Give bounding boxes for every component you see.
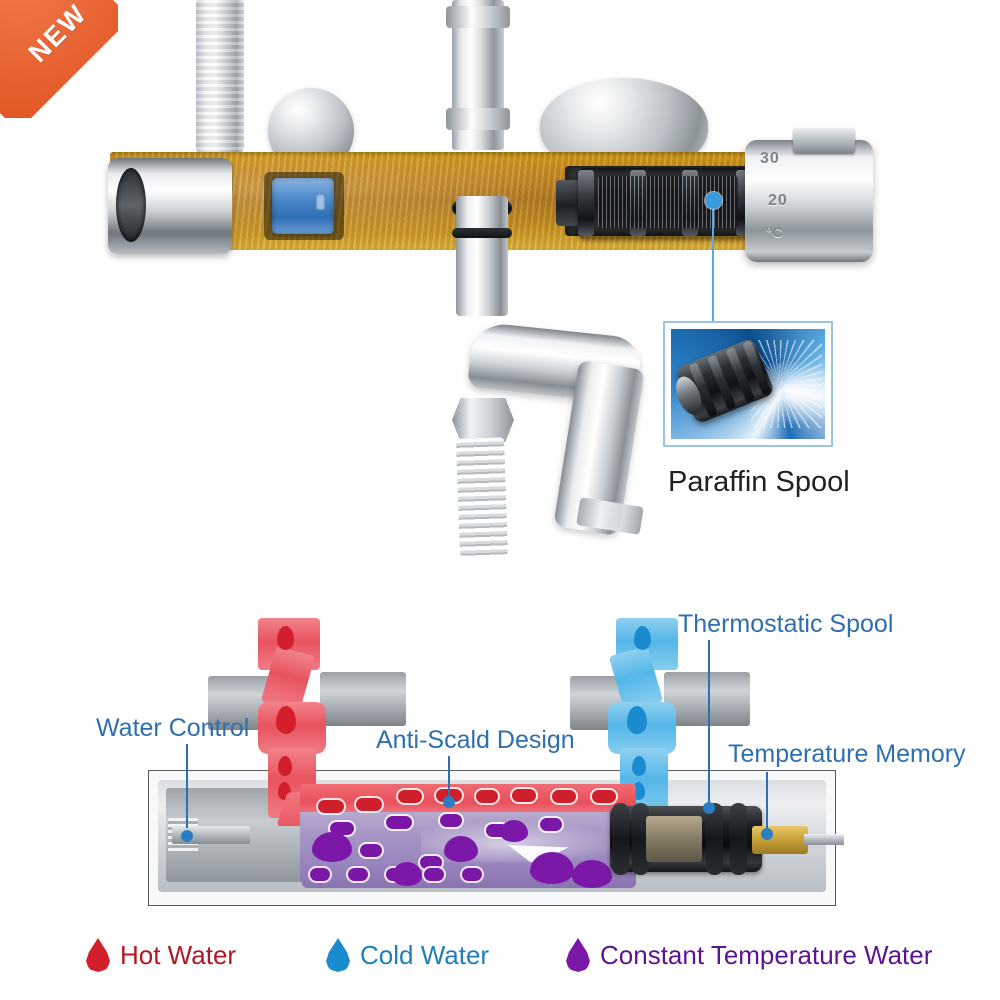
mixed-flow-marker — [348, 868, 368, 881]
temp-mark-celsius: °C — [766, 224, 784, 240]
temperature-control-handle[interactable] — [745, 128, 873, 262]
mixed-blob — [500, 820, 528, 842]
riser-collar-bottom — [446, 108, 510, 130]
hot-flow-marker — [398, 790, 422, 803]
dia-cartridge-body — [646, 816, 702, 862]
paraffin-spool-inset-image — [671, 329, 825, 439]
thermostatic-cartridge-diagram — [610, 803, 762, 875]
legend-label-cold-water: Cold Water — [360, 939, 490, 970]
riser-collar-top — [446, 6, 510, 28]
mixed-flow-marker — [386, 816, 412, 829]
valve-wing-left-2 — [320, 672, 406, 726]
flexible-shower-hose — [455, 437, 509, 557]
mixed-flow-marker — [330, 822, 354, 835]
mixed-blob — [572, 860, 612, 888]
hot-flow-marker — [318, 800, 344, 813]
hot-flow-marker — [356, 798, 382, 811]
adjustment-rod — [804, 834, 844, 845]
mixed-flow-marker — [420, 856, 442, 869]
hot-flow-marker — [512, 789, 536, 802]
handle-safety-tab[interactable] — [793, 128, 855, 154]
dot-anti-scald — [443, 796, 455, 808]
leader-water-control — [186, 744, 188, 828]
product-cutaway-photo: 30 20 °C Paraffin Spool — [108, 0, 873, 557]
riser-ridges — [196, 0, 244, 152]
hot-drop-icon — [277, 626, 294, 650]
hot-flow-marker — [592, 790, 616, 803]
cold-water-drop-icon — [326, 938, 350, 972]
hot-flow-marker — [552, 790, 576, 803]
callout-dot-icon — [705, 192, 722, 209]
hot-drop-icon — [278, 756, 292, 776]
paraffin-spool-label: Paraffin Spool — [668, 466, 850, 498]
legend-item-hot-water: Hot Water — [86, 938, 236, 972]
flow-control-handle[interactable] — [108, 158, 232, 254]
o-ring-lower — [452, 228, 512, 238]
cartridge-slot — [316, 194, 325, 210]
mixed-flow-marker — [424, 868, 444, 881]
center-outlet-tube — [456, 196, 508, 316]
dot-thermostatic-spool — [703, 802, 715, 814]
cold-drop-icon — [627, 706, 647, 734]
dia-cartridge-ring — [706, 803, 723, 875]
hot-drop-icon — [276, 706, 296, 734]
dia-cartridge-ring — [730, 803, 747, 875]
dia-cartridge-ring — [612, 803, 629, 875]
mixed-flow-marker — [462, 868, 482, 881]
legend-item-constant-temperature-water: Constant Temperature Water — [566, 938, 932, 972]
legend-label-constant-temperature-water: Constant Temperature Water — [600, 939, 933, 970]
leader-anti-scald — [448, 756, 450, 802]
dia-cartridge-ring — [632, 803, 649, 875]
constant-temp-water-drop-icon — [566, 938, 590, 972]
riser-center — [446, 0, 510, 150]
label-thermostatic-spool: Thermostatic Spool — [678, 610, 894, 638]
mixed-blob — [392, 862, 422, 886]
label-temperature-memory: Temperature Memory — [728, 740, 966, 768]
dot-water-control — [181, 830, 193, 842]
mixed-flow-marker — [360, 844, 382, 857]
temp-mark-30: 30 — [760, 150, 780, 167]
hose-hex-nut — [452, 398, 514, 442]
cold-drop-icon — [632, 756, 646, 776]
hot-water-drop-icon — [86, 938, 110, 972]
label-anti-scald-design: Anti-Scald Design — [376, 726, 575, 754]
temp-mark-20: 20 — [768, 192, 788, 209]
dot-temperature-memory — [761, 828, 773, 840]
valve-wing-right-2 — [664, 672, 750, 726]
flexible-riser-left — [196, 0, 244, 152]
mixed-flow-marker — [540, 818, 562, 831]
cold-drop-icon — [634, 626, 651, 650]
mixed-blob — [530, 852, 574, 884]
handle-bore — [116, 168, 146, 242]
label-water-control: Water Control — [96, 714, 250, 742]
leader-thermostatic-spool — [708, 640, 710, 808]
legend: Hot Water Cold Water Constant Temperatur… — [0, 920, 1000, 990]
mixed-flow-marker — [440, 814, 462, 827]
mixed-blob — [444, 836, 478, 862]
callout-leader-line — [712, 205, 714, 323]
thermostatic-cartridge-photo — [578, 168, 754, 238]
cartridge-ring — [578, 170, 594, 236]
legend-item-cold-water: Cold Water — [326, 938, 489, 972]
leader-temperature-memory — [766, 772, 768, 834]
adjustment-brass-nut — [752, 826, 808, 854]
ceramic-cartridge-blue — [272, 178, 334, 234]
hot-flow-marker — [476, 790, 498, 803]
mixed-flow-marker — [310, 868, 330, 881]
legend-label-hot-water: Hot Water — [120, 939, 237, 970]
mixed-blob — [312, 832, 352, 862]
